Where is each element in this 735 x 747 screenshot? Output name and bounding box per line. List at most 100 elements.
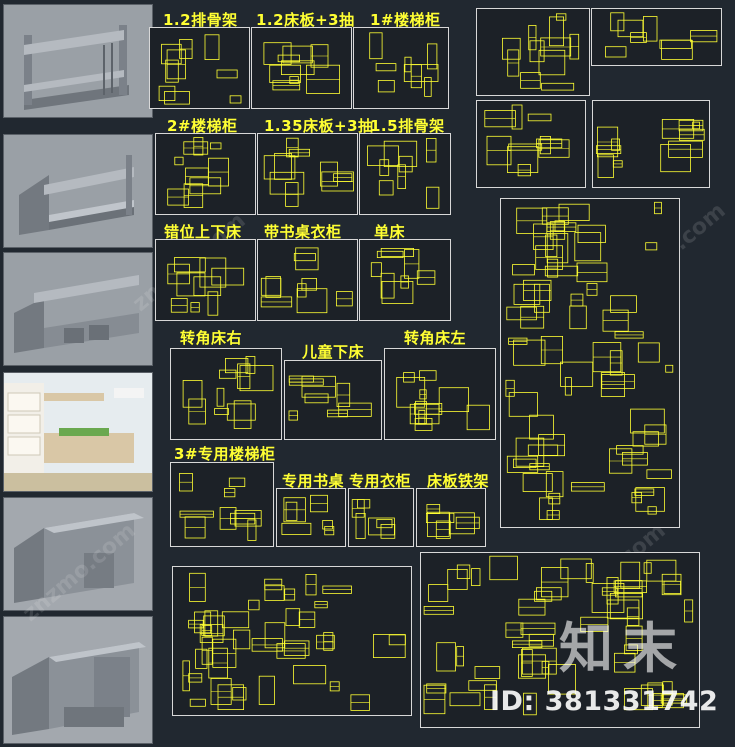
cad-shape [544,265,579,277]
cad-shape [295,247,319,271]
cad-shape [264,585,285,601]
cad-shape [534,590,553,602]
cad-shape [630,408,665,434]
cad-shape [609,593,643,620]
drawing-sheet[interactable] [353,27,449,109]
drawing-sheet[interactable] [500,198,680,528]
drawing-sheet[interactable] [591,8,722,66]
cad-shape [501,37,521,60]
cad-shape [377,80,395,93]
section-title: 转角床左 [404,329,467,347]
cad-shape [388,634,406,646]
cad-shape [541,82,575,91]
cad-shape [569,305,587,330]
cad-shape [545,471,564,498]
cad-shape [489,555,518,581]
drawing-sheet[interactable] [384,348,496,440]
cad-shape [606,599,640,619]
cad-shape [624,688,654,711]
cad-shape [396,376,426,408]
section-title: 1#楼梯柜 [370,11,441,29]
cad-shape [538,49,566,76]
loft-bed-render-2[interactable] [3,616,153,744]
cad-shape [513,339,546,366]
drawing-sheet[interactable] [257,239,358,321]
cad-shape [616,445,644,455]
cad-shape [513,283,541,305]
section-title: 床板铁架 [427,472,490,490]
cad-shape [560,361,594,387]
cad-shape [260,277,282,296]
cad-shape [293,665,327,685]
cad-shape [606,577,619,605]
cad-shape [527,444,559,456]
cad-shape [173,257,206,273]
drawing-sheet[interactable] [251,27,352,109]
cad-shape [529,40,545,63]
cad-shape [383,140,418,167]
bunk-bed-render-3[interactable] [3,252,153,366]
cad-shape [508,392,538,417]
drawing-sheet[interactable] [170,462,274,547]
cad-shape [474,666,501,679]
cad-shape [527,113,552,122]
cad-shape [426,186,440,209]
cad-shape [211,267,245,286]
cad-shape [534,283,550,313]
cad-shape [637,342,660,363]
drawing-sheet[interactable] [170,348,282,440]
drawing-sheet[interactable] [284,360,382,440]
cad-shape [269,64,301,83]
section-title: 1.2床板+3抽 [256,11,355,29]
cad-shape [239,365,274,392]
cad-shape [508,143,543,151]
cad-shape [195,648,208,669]
cad-shape [218,369,237,379]
cad-shape [506,455,539,473]
drawing-sheet[interactable] [155,133,256,215]
cad-shape [518,654,547,679]
cad-shape [529,414,554,440]
cad-shape [293,252,316,262]
cad-shape [647,506,657,515]
cad-shape [322,520,333,530]
cad-shape [610,295,637,313]
cad-shape [381,280,414,304]
bunk-bed-render-2[interactable] [3,134,153,248]
loft-bed-render-1[interactable] [3,497,153,611]
cad-shape [380,247,415,257]
drawing-sheet[interactable] [155,239,256,321]
cad-shape [426,511,450,537]
kids-room-photo[interactable] [3,372,153,492]
cad-shape [512,264,535,276]
cad-shape [378,180,394,196]
cad-shape [263,155,296,180]
cad-shape [661,39,693,60]
cad-shape [659,39,692,49]
cad-shape [229,95,242,104]
bunk-bed-render-1[interactable] [3,4,153,118]
cad-shape [214,408,229,415]
cad-shape [375,63,397,72]
cad-shape [356,499,371,509]
cad-shape [380,272,395,299]
cad-shape [258,675,275,705]
cad-shape [436,642,456,672]
cad-shape [536,587,562,601]
cad-shape [511,104,523,130]
cad-shape [209,142,222,150]
cad-shape [369,32,383,60]
cad-shape [158,85,176,101]
cad-shape [370,262,382,278]
drawing-sheet[interactable] [359,239,451,321]
section-title: 错位上下床 [164,223,242,241]
cad-shape [372,634,406,659]
cad-shape [591,583,625,613]
cad-shape [643,16,658,42]
cad-shape [216,387,225,407]
cad-shape [574,232,602,262]
cad-shape [610,12,625,32]
cad-shape [282,45,313,64]
